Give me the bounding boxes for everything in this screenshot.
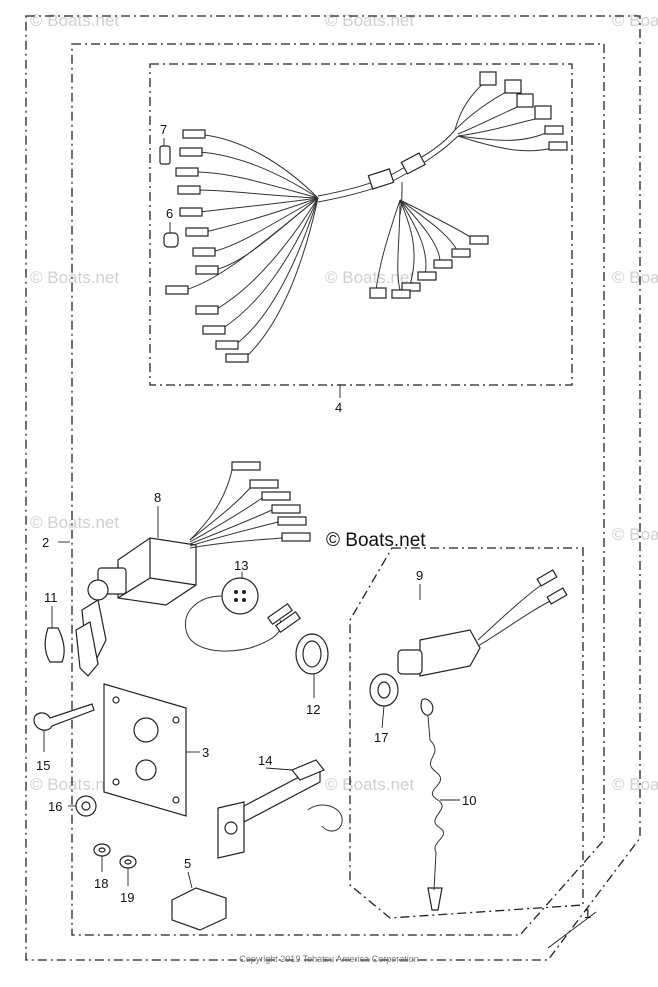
callout-19: 19 (120, 890, 134, 905)
switch-terminal (277, 516, 307, 526)
switch-terminal (271, 504, 301, 514)
callout-leader (187, 871, 193, 889)
ignition-key (75, 621, 99, 677)
watermark-text: © Boats.net (325, 268, 414, 287)
harness-plug (516, 93, 534, 108)
harness-terminal (469, 235, 489, 245)
watermarks: © Boats.net © Boats.net © Boats.net © Bo… (30, 11, 658, 794)
callout-4: 4 (335, 400, 342, 415)
callout-13: 13 (234, 558, 248, 573)
callout-leader (547, 911, 597, 949)
switch-terminal (231, 461, 261, 471)
brand-mark: © Boats.net (326, 530, 426, 551)
callout-17: 17 (374, 730, 388, 745)
stop-switch-nut (369, 673, 399, 707)
safety-lanyard (420, 698, 445, 911)
harness-plug (369, 287, 387, 299)
inner-assembly-boundary (71, 43, 605, 936)
wire-harness (165, 71, 568, 363)
switch-terminal (261, 491, 291, 501)
outer-assembly-boundary (25, 15, 641, 961)
harness-terminal (177, 185, 201, 195)
harness-terminal (179, 207, 203, 217)
callout-8: 8 (154, 490, 161, 505)
watermark-text: © Boats.net (612, 11, 658, 30)
wire-harness-boundary (149, 63, 573, 386)
callout-3: 3 (202, 745, 209, 760)
harness-terminal (401, 282, 421, 292)
watermark-text: © Boats.net (325, 11, 414, 30)
callout-16: 16 (48, 799, 62, 814)
harness-terminal (202, 325, 226, 335)
lock-washer (119, 855, 137, 869)
harness-terminal (182, 129, 206, 139)
mounting-bracket (217, 759, 343, 859)
mounting-screw (33, 703, 95, 731)
harness-terminal (225, 353, 249, 363)
callout-labels: 1 2 3 4 5 6 7 8 9 10 11 12 13 14 15 16 1… (36, 122, 591, 921)
harness-terminal (195, 265, 219, 275)
callout-14: 14 (258, 753, 272, 768)
harness-terminal (175, 167, 199, 177)
harness-terminal (391, 289, 411, 299)
harness-terminal (417, 271, 437, 281)
harness-terminal (451, 248, 471, 258)
flat-washer (93, 843, 111, 857)
callout-11: 11 (44, 590, 58, 605)
callout-5: 5 (184, 856, 191, 871)
callout-12: 12 (306, 702, 320, 717)
callout-leader (265, 767, 293, 771)
harness-terminal (185, 227, 209, 237)
callout-7: 7 (160, 122, 167, 137)
callout-10: 10 (462, 793, 476, 808)
watermark-text: © Boats.net (612, 268, 658, 287)
callout-leader (381, 705, 385, 729)
watermark-text: © Boats.net (325, 775, 414, 794)
watermark-text: © Boats.net (30, 513, 119, 532)
stop-switch (397, 569, 568, 677)
harness-terminal (215, 340, 239, 350)
harness-plug (534, 105, 552, 120)
harness-terminal (179, 147, 203, 157)
watermark-text: © Boats.net (30, 775, 119, 794)
main-switch (75, 461, 311, 677)
harness-terminal (433, 259, 453, 269)
switch-terminal (249, 479, 279, 489)
warning-buzzer (184, 577, 301, 652)
callout-15: 15 (36, 758, 50, 773)
buzzer-cover (295, 633, 329, 675)
copyright-notice: Copyright 2019 Tohatsu America Corporati… (239, 954, 418, 964)
harness-clip (44, 627, 65, 663)
switch-terminal (281, 532, 311, 542)
callout-18: 18 (94, 876, 108, 891)
terminal-cap (163, 232, 179, 248)
harness-plug (504, 79, 522, 94)
hex-nut (75, 795, 97, 817)
terminal-pin (159, 145, 171, 165)
callout-9: 9 (416, 568, 423, 583)
harness-terminal (165, 285, 189, 295)
callout-2: 2 (42, 535, 49, 550)
watermark-text: © Boats.net (612, 525, 658, 544)
watermark-text: © Boats.net (30, 268, 119, 287)
connector-coupler (171, 887, 227, 931)
stop-switch-boundary (349, 547, 584, 919)
watermark-text: © Boats.net (612, 775, 658, 794)
watermark-text: © Boats.net (30, 11, 119, 30)
harness-terminal (544, 125, 564, 135)
callout-1: 1 (584, 906, 591, 921)
mounting-plate (103, 683, 187, 817)
harness-plug (479, 71, 497, 86)
harness-terminal (195, 305, 219, 315)
callout-6: 6 (166, 206, 173, 221)
harness-terminal (192, 247, 216, 257)
harness-terminal (548, 141, 568, 151)
